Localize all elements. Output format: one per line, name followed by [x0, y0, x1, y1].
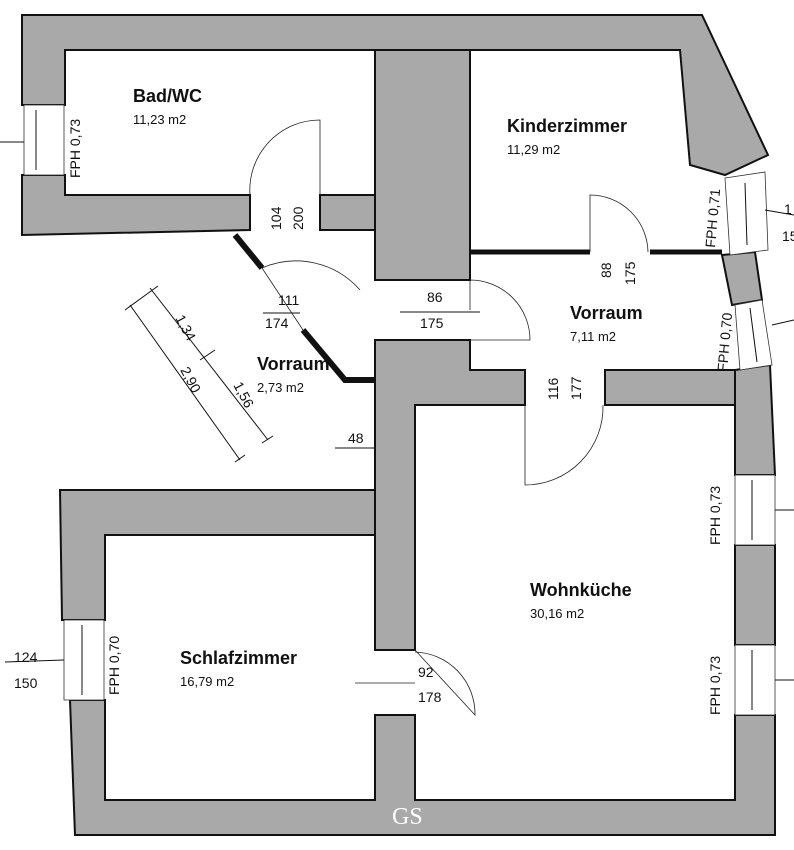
windows: [0, 104, 794, 716]
door-height-schlaf: 178: [418, 689, 442, 705]
watermark-logo: GS GREAT SALES: [370, 804, 440, 848]
wall-right-pier: [734, 544, 776, 646]
wall-right: [734, 363, 777, 476]
room-area-vorraum-2: 2,73 m2: [257, 380, 304, 395]
edge-label-right-bottom: 15: [782, 228, 794, 244]
room-name-wohnkueche: Wohnküche: [530, 580, 632, 600]
edge-label-left-top: 124: [14, 649, 38, 665]
door-height-diagonal: 174: [265, 315, 289, 331]
window-label-wohnkueche-1: FPH 0,73: [707, 486, 723, 545]
room-name-kinderzimmer: Kinderzimmer: [507, 116, 627, 136]
room-name-vorraum-2: Vorraum: [257, 354, 330, 374]
window-label-vorraum: FPH 0,70: [714, 312, 735, 373]
walls: [21, 14, 777, 836]
wall-left-top: [21, 174, 251, 237]
dimension-48: 48: [348, 430, 364, 446]
room-area-kinderzimmer: 11,29 m2: [507, 142, 560, 157]
edge-label-right-top: 1: [784, 201, 792, 217]
door-width-kinder: 88: [598, 262, 614, 278]
window-label-kinderzimmer: FPH 0,71: [702, 188, 723, 249]
dimension-lines: [124, 285, 480, 463]
wall-right-bottom: [68, 699, 776, 836]
door-width-wohnkueche: 116: [545, 377, 561, 400]
door-height-vorraum: 175: [420, 315, 444, 331]
wall-central-lower: [374, 339, 526, 651]
door-height-bad: 200: [290, 206, 306, 230]
wall-schlaf-top-left: [58, 489, 376, 621]
wall-bad-bottom-right: [319, 194, 376, 231]
room-name-schlafzimmer: Schlafzimmer: [180, 648, 297, 668]
wall-central-block: [374, 49, 471, 281]
watermark-text: GREAT SALES: [370, 838, 440, 848]
edge-label-left-bottom: 150: [14, 675, 38, 691]
room-area-wohnkueche: 30,16 m2: [530, 606, 584, 621]
door-width-schlaf: 92: [418, 664, 434, 680]
wall-vorraum-bottom: [604, 369, 736, 406]
door-width-vorraum: 86: [427, 289, 443, 305]
door-height-kinder: 175: [622, 261, 638, 285]
dimension-1-34: 1,34: [172, 312, 199, 344]
window-label-schlafzimmer: FPH 0,70: [106, 636, 122, 695]
window-label-wohnkueche-2: FPH 0,73: [707, 656, 723, 715]
room-name-bad-wc: Bad/WC: [133, 86, 202, 106]
window-label-bad: FPH 0,73: [67, 119, 83, 178]
dimension-2-90: 2,90: [177, 364, 204, 396]
watermark-monogram: GS: [392, 804, 423, 830]
door-width-diagonal: 111: [278, 292, 299, 308]
room-name-vorraum-1: Vorraum: [570, 303, 643, 323]
room-area-schlafzimmer: 16,79 m2: [180, 674, 234, 689]
door-swings: [249, 119, 649, 717]
room-area-vorraum-1: 7,11 m2: [570, 329, 616, 344]
door-width-bad: 104: [268, 206, 284, 230]
wall-right-mid: [720, 250, 764, 307]
room-area-bad-wc: 11,23 m2: [133, 112, 186, 127]
door-height-wohnkueche: 177: [568, 376, 584, 400]
dimension-1-56: 1,56: [230, 379, 257, 411]
